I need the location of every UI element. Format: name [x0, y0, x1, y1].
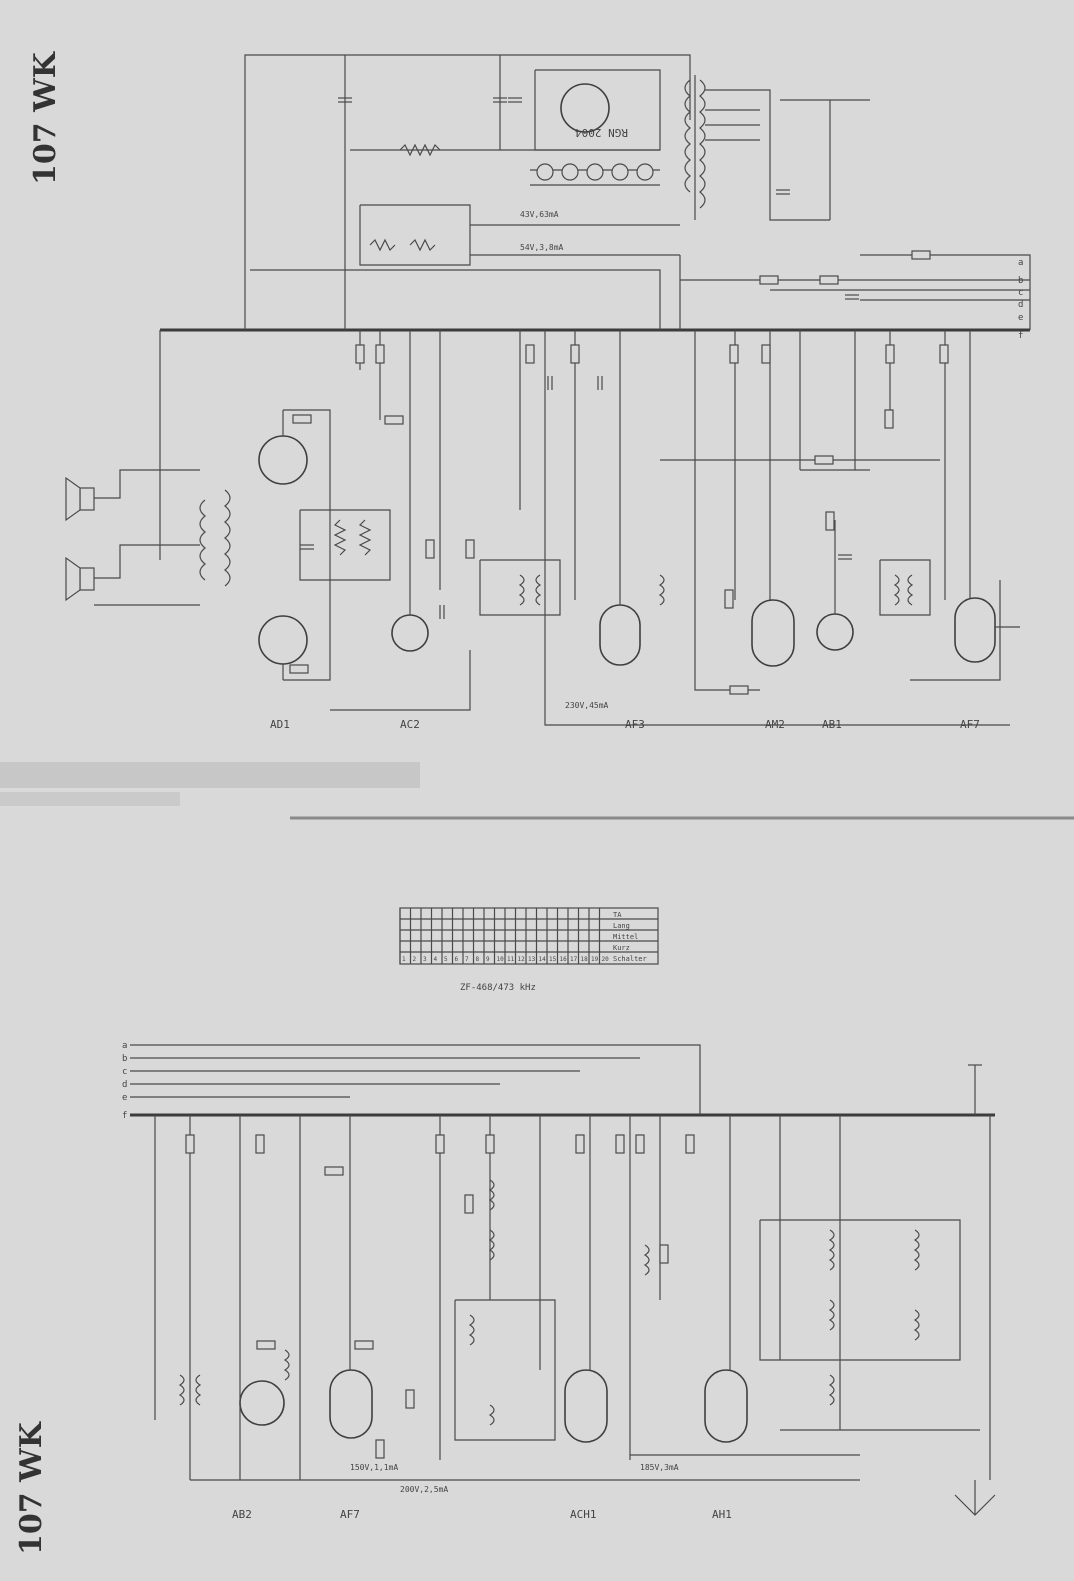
svg-text:e: e: [1018, 313, 1023, 323]
switch-table-row-label: Schalter: [613, 955, 647, 963]
switch-table-row-label: Kurz: [613, 944, 630, 952]
switch-table-row-label: Mittel: [613, 933, 638, 941]
power-transformer-primary: [699, 79, 706, 209]
switch-table-column-number: 2: [413, 956, 417, 963]
label-ad1: AD1: [270, 718, 290, 731]
label-am2: AM2: [765, 718, 785, 731]
svg-text:e: e: [122, 1093, 127, 1103]
switch-table-column-number: 17: [570, 956, 578, 963]
model-label-top: 107 WK: [28, 52, 63, 185]
label-ac2: AC2: [400, 718, 420, 731]
top-bus-terminals: a b c d e f: [1018, 258, 1023, 341]
tube-ach1: [564, 1369, 608, 1443]
label-ah1: AH1: [712, 1508, 732, 1521]
annotation-bottom-1: 150V,1,1mA: [350, 1463, 398, 1472]
switch-table-row-label: Lang: [613, 922, 630, 930]
dropper-resistor: [399, 143, 441, 157]
svg-text:f: f: [122, 1111, 127, 1121]
label-af7-bottom: AF7: [340, 1508, 360, 1521]
switch-table-column-number: 5: [444, 956, 448, 963]
bus-resistors-bottom: [185, 1134, 695, 1459]
annotation-bottom-3: 185V,3mA: [640, 1463, 679, 1472]
annotation-top-2: 54V,3,8mA: [520, 243, 564, 252]
svg-text:d: d: [1018, 300, 1023, 310]
tube-af7-top: [954, 597, 996, 663]
speaker-lower: [65, 556, 95, 602]
switch-table-column-number: 12: [518, 956, 526, 963]
bus-resistors-top: [289, 250, 949, 695]
speaker-upper: [65, 476, 95, 522]
switch-table-column-number: 13: [528, 956, 536, 963]
svg-text:c: c: [1018, 288, 1023, 298]
bottom-bus-terminals: a b c d e f: [122, 1041, 127, 1121]
tube-ab1: [816, 613, 854, 651]
svg-text:f: f: [1018, 331, 1023, 341]
annotation-top-3: 230V,45mA: [565, 701, 609, 710]
switch-table-column-number: 15: [549, 956, 557, 963]
switch-table-column-number: 19: [591, 956, 599, 963]
power-transformer-secondary: [684, 79, 691, 193]
model-label-bottom: 107 WK: [14, 1422, 49, 1555]
label-af7-top: AF7: [960, 718, 980, 731]
label-ab2: AB2: [232, 1508, 252, 1521]
switch-table-column-number: 3: [423, 956, 427, 963]
svg-text:b: b: [122, 1054, 127, 1064]
svg-text:b: b: [1018, 276, 1023, 286]
tube-af7-bottom: [329, 1369, 373, 1439]
svg-text:d: d: [122, 1080, 127, 1090]
svg-text:a: a: [1018, 258, 1023, 268]
label-af3: AF3: [625, 718, 645, 731]
rectifier-label: RGN 2004: [575, 126, 628, 139]
annotation-bottom-2: 200V,2,5mA: [400, 1485, 448, 1494]
switch-table-column-number: 20: [602, 956, 610, 963]
switch-table-row-label: TA: [613, 911, 622, 919]
tube-ad1-lower: [258, 615, 308, 665]
tube-am2: [751, 599, 795, 667]
scan-smudge: [0, 762, 1074, 820]
switch-table-column-number: 9: [486, 956, 490, 963]
switch-table-column-number: 18: [581, 956, 589, 963]
rectifier-tube-rgn2004: [560, 83, 610, 133]
tube-ah1: [704, 1369, 748, 1443]
top-circuit: RGN 2004: [65, 54, 1031, 731]
switch-table-column-number: 7: [465, 956, 469, 963]
tube-ab2: [239, 1380, 285, 1426]
switch-table-column-number: 11: [507, 956, 515, 963]
switch-table-column-number: 1: [402, 956, 406, 963]
dial-lamps: [536, 163, 654, 181]
bottom-circuit: AB2 AF7 ACH1 AH1 a b c d e f 150V,1,1mA …: [122, 1041, 996, 1521]
svg-text:c: c: [122, 1067, 127, 1077]
tube-af3: [599, 604, 641, 666]
switch-table-column-number: 6: [455, 956, 459, 963]
annotation-top-1: 43V,63mA: [520, 210, 559, 219]
label-ach1: ACH1: [570, 1508, 597, 1521]
switch-table-column-number: 8: [476, 956, 480, 963]
label-ab1: AB1: [822, 718, 842, 731]
switch-table-column-number: 10: [497, 956, 505, 963]
tube-ad1-upper: [258, 435, 308, 485]
output-transformer: [224, 489, 231, 587]
switch-table-column-number: 14: [539, 956, 547, 963]
switch-table-column-number: 4: [434, 956, 438, 963]
switch-table-column-number: 16: [560, 956, 568, 963]
tube-ac2: [391, 614, 429, 652]
switch-table-caption: ZF-468/473 kHz: [460, 983, 536, 993]
capacitors-top: [300, 97, 859, 619]
svg-text:a: a: [122, 1041, 127, 1051]
